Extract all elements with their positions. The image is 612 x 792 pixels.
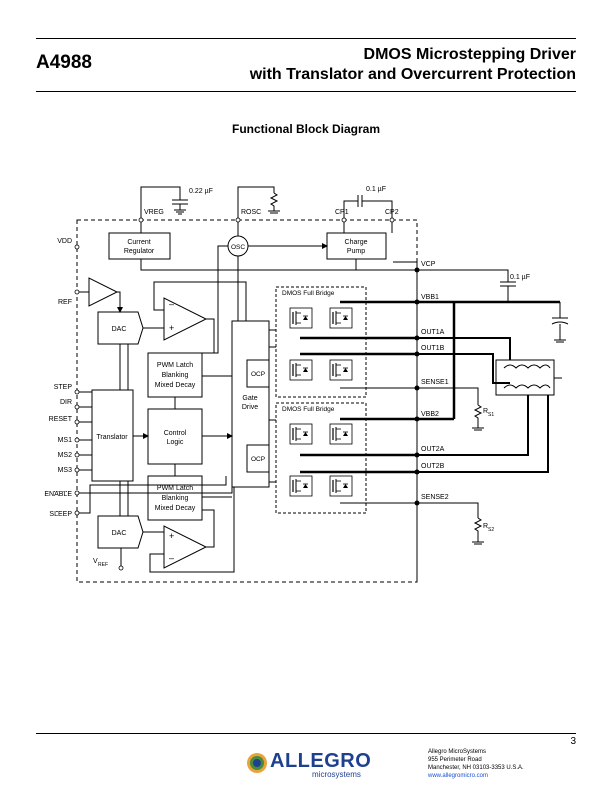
gate-drive-label: Gate (242, 395, 257, 402)
rs1-label: R (483, 408, 488, 415)
allegro-logo-icon (247, 753, 267, 773)
opamp-bottom-minus: – (169, 553, 174, 563)
opamp-bottom-plus: + (169, 531, 174, 541)
pin-out2a: OUT2A (421, 446, 445, 453)
rs1-sub: S1 (488, 412, 494, 418)
pin-step: STEP (54, 384, 73, 391)
cap-vcp-label: 0.1 µF (510, 274, 530, 281)
translator-label: Translator (96, 434, 128, 441)
title-line-1: DMOS Microstepping Driver (363, 46, 576, 63)
header-top-rule (36, 38, 576, 39)
part-number: A4988 (36, 52, 92, 73)
pin-vcp: VCP (421, 261, 436, 268)
pwm-bottom-label-2: Blanking (162, 495, 189, 502)
gate-drive-label-2: Drive (242, 404, 258, 411)
website-link[interactable]: www.allegromicro.com (428, 773, 489, 779)
charge-pump-label-2: Pump (347, 248, 365, 255)
dac-bottom-label: DAC (112, 530, 127, 537)
header-bottom-rule (36, 91, 576, 92)
pwm-bottom-label-3: Mixed Decay (155, 505, 196, 512)
pin-sense2: SENSE2 (421, 494, 449, 501)
pin-out1b: OUT1B (421, 345, 445, 352)
pin-vref: V (93, 558, 98, 565)
pin-enable: ENABLE (44, 491, 72, 498)
pin-sleep: SLEEP (49, 511, 72, 518)
cap-vreg-label: 0.22 µF (189, 188, 213, 195)
pin-vbb2: VBB2 (421, 411, 439, 418)
pin-ref: REF (58, 299, 72, 306)
rs2-sub: S2 (488, 527, 494, 533)
address-line-3: Manchester, NH 03103-3353 U.S.A. (428, 765, 524, 771)
pin-cp1: CP1 (335, 209, 349, 216)
pin-reset: RESET (49, 416, 73, 423)
title-line-2: with Translator and Overcurrent Protecti… (249, 66, 576, 83)
bridge-top-label: DMOS Full Bridge (282, 290, 335, 297)
logo-text: ALLEGRO (270, 750, 372, 772)
pin-ms1: MS1 (58, 437, 73, 444)
bridge-bottom-label: DMOS Full Bridge (282, 406, 335, 413)
charge-pump-label: Charge (345, 239, 368, 246)
control-logic-label-2: Logic (167, 439, 184, 446)
page-number: 3 (570, 736, 576, 747)
pin-vref-sub: REF (98, 562, 108, 568)
company-address: Allegro MicroSystems 955 Perimeter Road … (428, 748, 524, 780)
pwm-top-label-3: Mixed Decay (155, 382, 196, 389)
dac-top-label: DAC (112, 326, 127, 333)
pin-rosc: ROSC (241, 209, 261, 216)
pwm-top-label-2: Blanking (162, 372, 189, 379)
pwm-bottom-label-1: PWM Latch (157, 485, 193, 492)
pin-ms2: MS2 (58, 452, 73, 459)
osc-label: OSC (231, 244, 245, 251)
pin-vdd: VDD (57, 238, 72, 245)
opamp-top-minus: – (169, 299, 174, 309)
current-regulator-label: Current (127, 239, 150, 246)
pin-cp2: CP2 (385, 209, 399, 216)
rs2-label: R (483, 523, 488, 530)
section-title: Functional Block Diagram (231, 122, 381, 136)
ocp-bottom-label: OCP (251, 456, 265, 463)
pin-dir: DIR (60, 399, 72, 406)
pin-out1a: OUT1A (421, 329, 445, 336)
current-regulator-label-2: Regulator (124, 248, 155, 255)
cap-cp-label: 0.1 µF (366, 186, 386, 193)
ocp-top-label: OCP (251, 371, 265, 378)
address-line-2: 955 Perimeter Road (428, 757, 482, 763)
logo-subtext: microsystems (312, 770, 361, 779)
pin-out2b: OUT2B (421, 463, 445, 470)
control-logic-label: Control (164, 430, 187, 437)
opamp-top-plus: + (169, 323, 174, 333)
pin-vreg: VREG (144, 209, 164, 216)
pin-ms3: MS3 (58, 467, 73, 474)
address-line-1: Allegro MicroSystems (428, 749, 487, 755)
footer-rule (36, 733, 576, 734)
pin-vbb1: VBB1 (421, 294, 439, 301)
pin-sense1: SENSE1 (421, 379, 449, 386)
pwm-top-label-1: PWM Latch (157, 362, 193, 369)
